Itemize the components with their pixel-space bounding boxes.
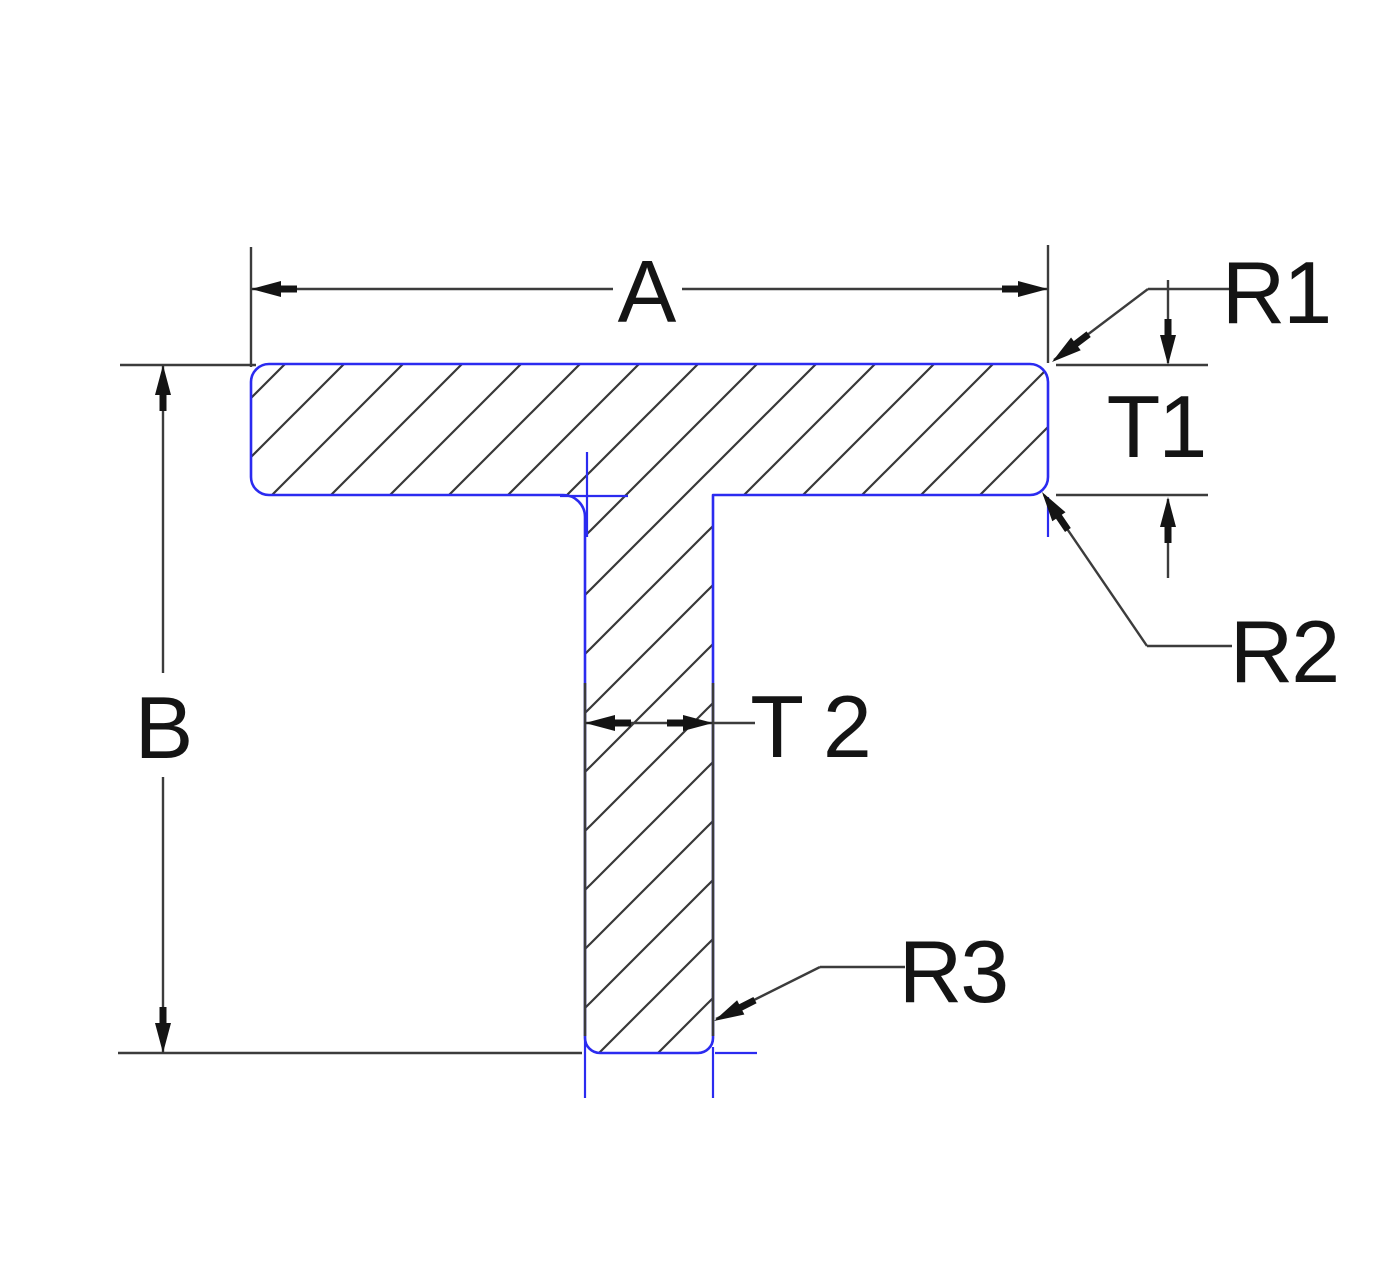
label-overall-height: B bbox=[135, 678, 192, 777]
label-flange-thickness: T1 bbox=[1107, 377, 1206, 476]
label-bottom-corner-radius: R3 bbox=[899, 922, 1008, 1021]
arrow-down bbox=[155, 1007, 171, 1053]
label-overall-width: A bbox=[618, 242, 677, 341]
label-web-thickness: T 2 bbox=[750, 677, 870, 776]
leader-radius-r3: R3 bbox=[710, 922, 1009, 1029]
arrow-to-corner bbox=[710, 992, 759, 1029]
label-flange-fillet-radius: R2 bbox=[1230, 602, 1339, 701]
label-top-corner-radius: R1 bbox=[1222, 243, 1331, 342]
dim-flange-thickness: T1 bbox=[1056, 280, 1208, 578]
dim-web-thickness: T 2 bbox=[585, 677, 872, 776]
leader-radius-r1: R1 bbox=[1047, 243, 1332, 369]
web-edge-overdraw bbox=[583, 683, 715, 1036]
leader-radius-r2: R2 bbox=[1035, 487, 1340, 701]
arrow-left bbox=[251, 281, 297, 297]
dim-overall-width: A bbox=[249, 242, 1050, 367]
arrow-up bbox=[1160, 497, 1176, 543]
dim-overall-height: B bbox=[118, 363, 582, 1055]
arrow-up bbox=[155, 365, 171, 411]
t-profile-outline bbox=[249, 362, 1050, 1055]
arrow-right bbox=[1002, 281, 1048, 297]
arrow-down bbox=[1160, 319, 1176, 365]
arrow-to-corner bbox=[1047, 327, 1094, 369]
